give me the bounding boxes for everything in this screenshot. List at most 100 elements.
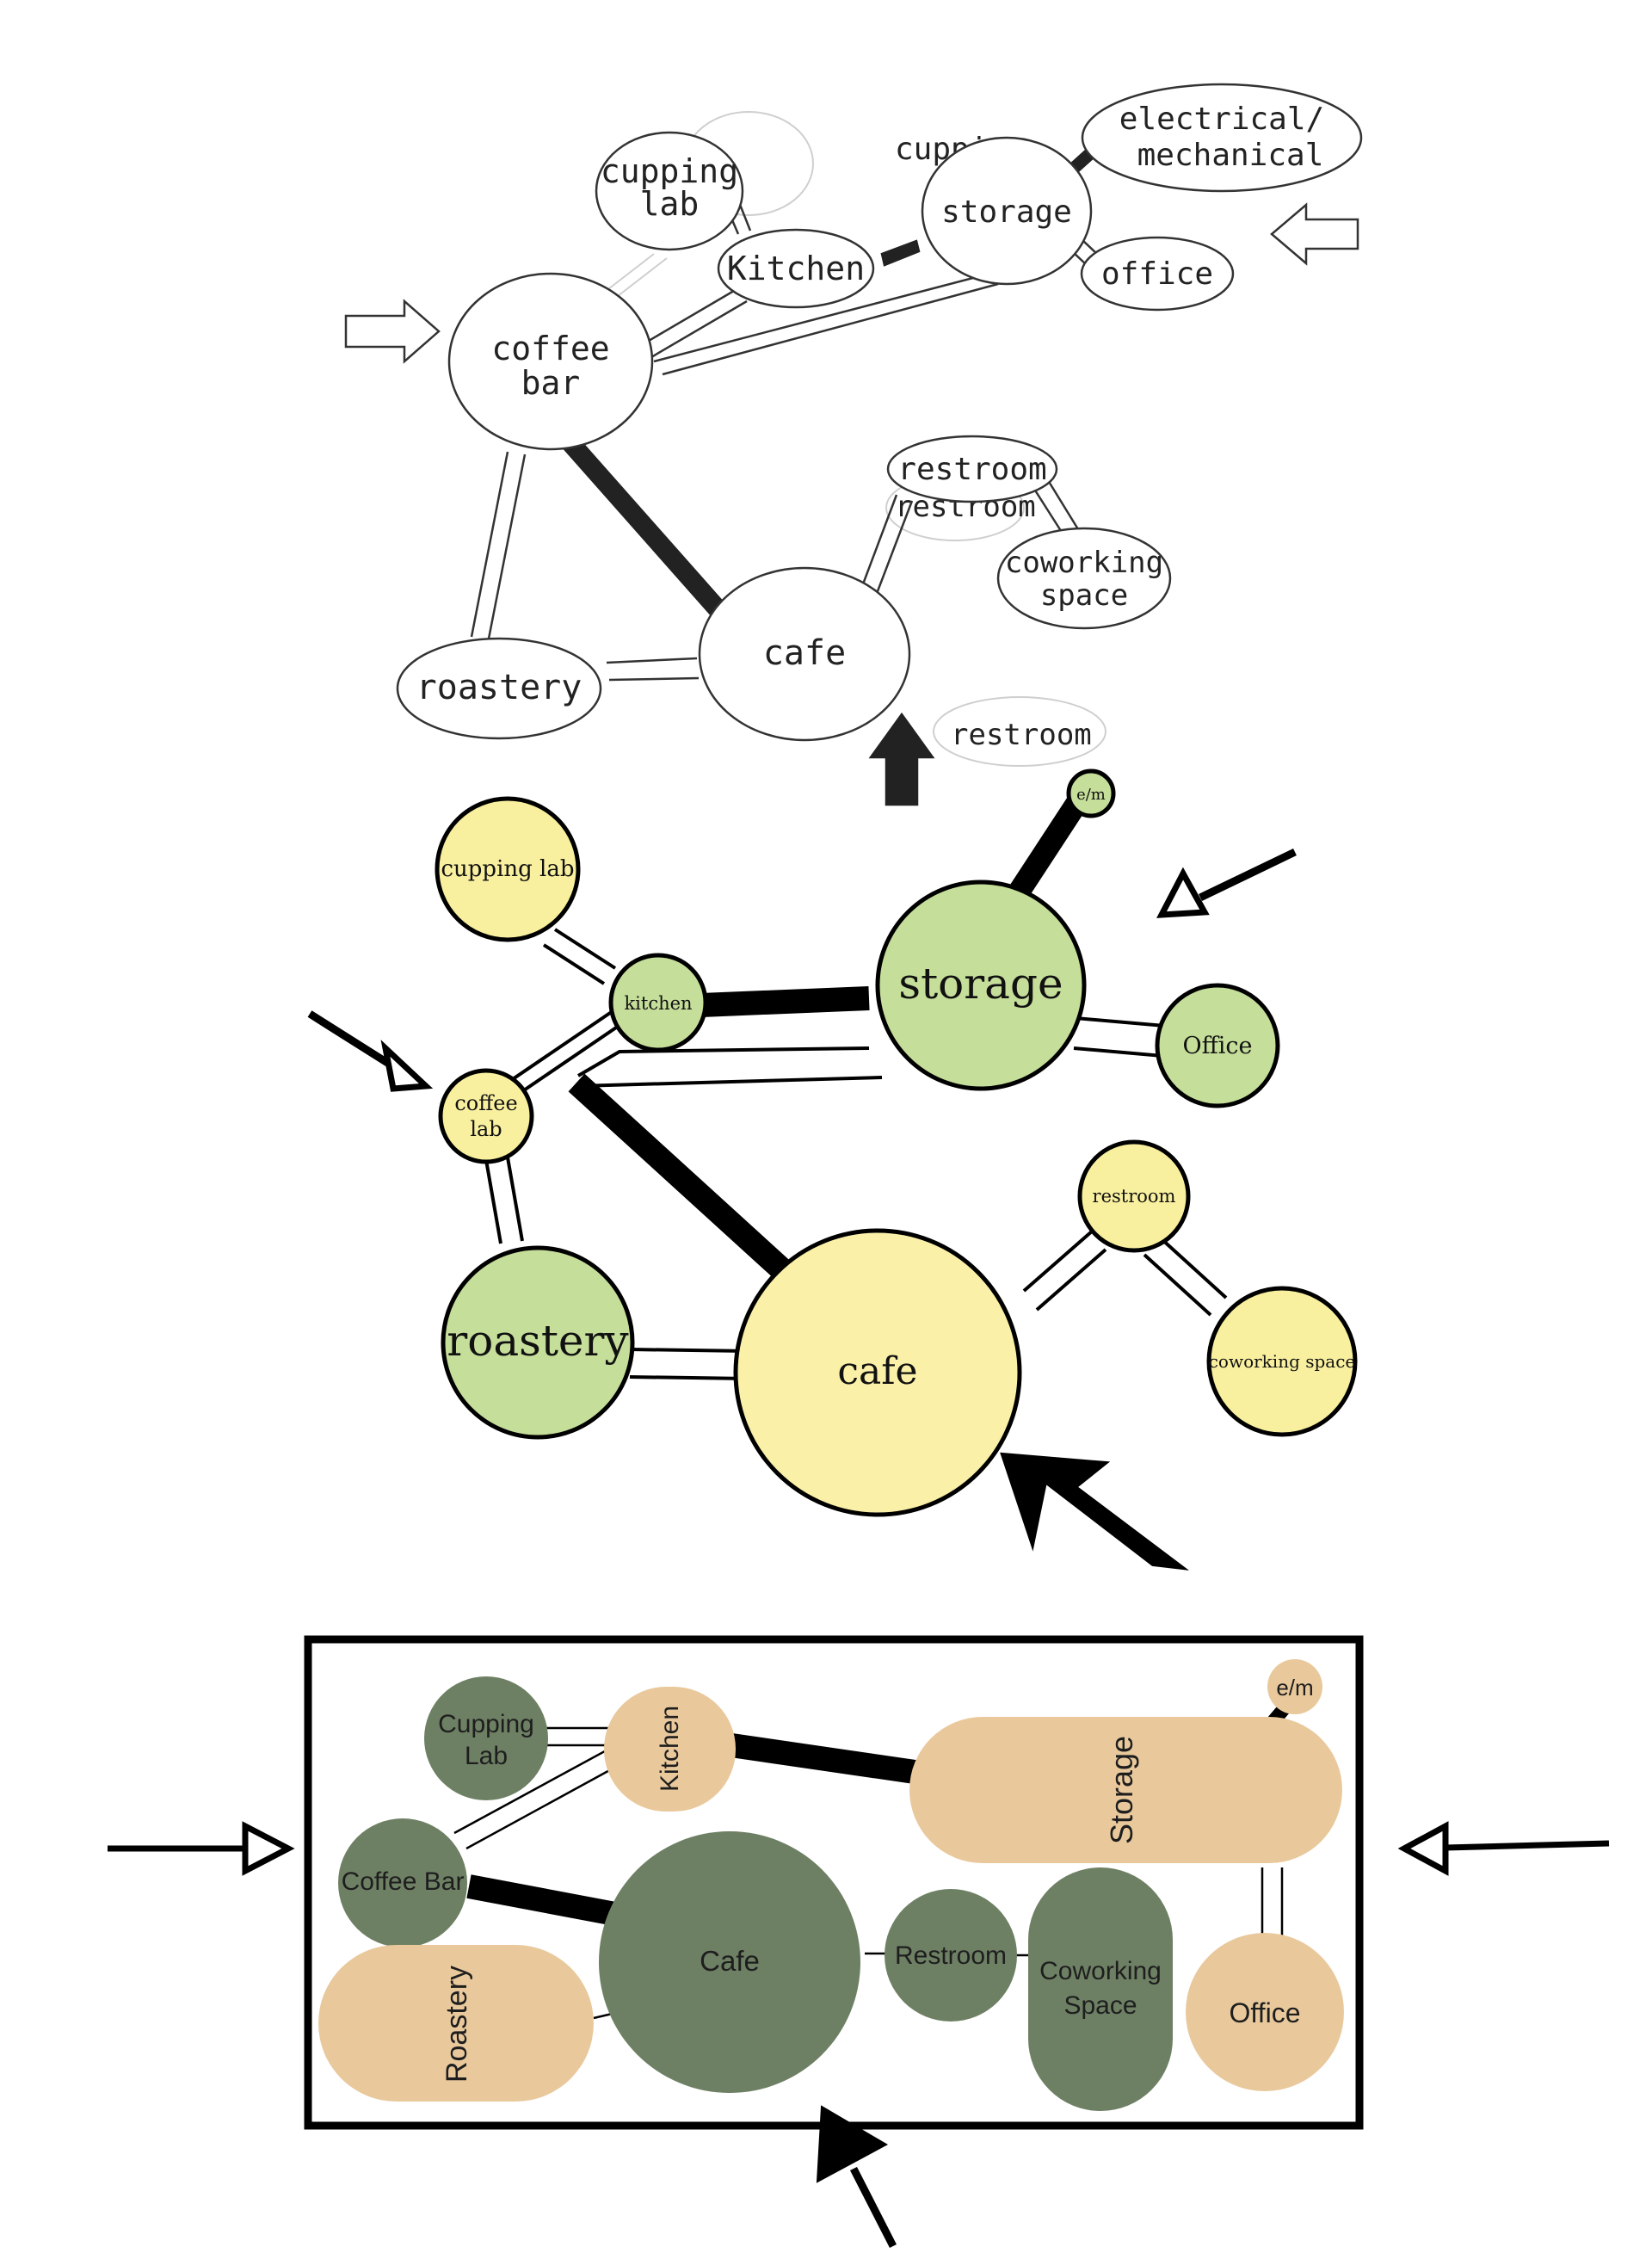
sketch-node-cupping-lab: [595, 131, 744, 251]
sketch-label-bar: bar: [521, 364, 581, 402]
plan-room-coffee-bar: [338, 1818, 467, 1947]
plan-label-lab: Lab: [465, 1742, 508, 1770]
sketch-label-office: office: [1101, 256, 1213, 292]
bubble-node-cupping-lab: [435, 796, 581, 942]
sketch-node-storage: [921, 136, 1093, 286]
bubble-label-storage: storage: [898, 959, 1063, 1009]
plan-room-cupping-lab: [424, 1676, 548, 1800]
plan-room-roastery: [318, 1945, 594, 2102]
sketch-node-restroom: [886, 435, 1058, 503]
bubble-label-roastery: roastery: [447, 1316, 629, 1366]
sketch-label-roastery: roastery: [416, 668, 583, 707]
link-coffeebar-roastery: [470, 451, 509, 638]
bubble-node-restroom: [1077, 1139, 1191, 1253]
plan-link-coffeebar-kitchen: [453, 1745, 613, 1835]
bubble-labels: e/m cupping lab storage kitchen Office c…: [441, 786, 1355, 1393]
bubble-label-lab: lab: [470, 1117, 502, 1141]
link-restroom-coworking: [1031, 485, 1064, 534]
plan-room-restroom: [885, 1889, 1017, 2022]
bubble-label-cafe: cafe: [837, 1349, 917, 1393]
sketch-label-kitchen: Kitchen: [727, 250, 865, 287]
plan-label-restroom: Restroom: [895, 1941, 1007, 1970]
plan-label-cafe: Cafe: [700, 1945, 760, 1977]
sketch-label-coworking: coworking: [1005, 546, 1163, 580]
sketch-arrow-bottom-icon: [868, 712, 935, 806]
sketch-label-storage: storage: [941, 194, 1072, 230]
sketch-label-cafe: cafe: [763, 633, 846, 673]
sketch-arrow-left-icon: [344, 299, 441, 364]
plan-label-coworking: Coworking: [1039, 1957, 1162, 1985]
plan-room-kitchen: [604, 1687, 736, 1812]
plan-label-space: Space: [1063, 1991, 1137, 2020]
sketch-node-coffee-bar: [447, 272, 654, 451]
bubble-node-storage: [875, 880, 1087, 1091]
heavy-link-kitchen-storage: [880, 239, 921, 267]
plan-label-office: Office: [1230, 1997, 1301, 2028]
erased-restroom-label-2: restroom: [951, 718, 1092, 752]
bubble-node-coffee-lab: [438, 1068, 534, 1164]
bubble-label-restroom: restroom: [1093, 1186, 1176, 1207]
plan-room-storage: [909, 1717, 1342, 1863]
sketch-links: [470, 193, 1098, 682]
bubble-arrow-top-right-icon: [1199, 848, 1297, 902]
plan-heavy-link-coffeebar-cafe: [466, 1874, 622, 1927]
link-coffeebar-storage: [653, 272, 990, 363]
plan-rooms: [318, 1659, 1344, 2111]
sketch-node-roastery: [396, 637, 602, 740]
sketch-arrow-right-icon: [1270, 202, 1359, 266]
bubble-label-coffee: coffee: [454, 1091, 517, 1115]
bubble-node-em: [1066, 768, 1116, 818]
bubble-link-storage-office: [1075, 1016, 1175, 1028]
plan-label-roastery: Roastery: [441, 1966, 473, 2083]
plan-label-storage: Storage: [1104, 1736, 1139, 1844]
bubble-nodes: [435, 768, 1358, 1517]
sketch-label-coffee: coffee: [491, 330, 609, 367]
plan-heavy-link-kitchen-storage: [729, 1733, 923, 1785]
plan-label-em: e/m: [1276, 1675, 1313, 1701]
sketch-node-coworking: [996, 527, 1172, 630]
bubble-arrows: [307, 848, 1297, 1571]
bubble-diagram: [307, 768, 1358, 1571]
sketch-label-cupping: cupping: [601, 152, 738, 190]
sketch-label-electrical: electrical/: [1119, 102, 1324, 137]
plan-room-office: [1186, 1933, 1344, 2091]
plan-label-cupping: Cupping: [438, 1710, 534, 1738]
plan-room-em: [1267, 1659, 1322, 1714]
sketch-node-office: [1080, 236, 1235, 312]
plan-links: [394, 1699, 1294, 2020]
bubble-link-restroom-coworking: [1158, 1236, 1228, 1299]
sketch-label-space: space: [1040, 578, 1128, 613]
bubble-heavy-link-storage-em: [1010, 792, 1089, 898]
plan-diagram: [108, 1635, 1610, 2249]
link-roastery-cafe: [606, 657, 698, 664]
sketch-nodes: [396, 83, 1363, 742]
bubble-label-cupping-lab: cupping lab: [441, 856, 574, 882]
plan-arrows: [108, 1821, 1610, 2249]
bubble-link-roastery-cafe: [629, 1348, 749, 1353]
bubble-arrow-left-icon: [307, 1010, 394, 1069]
bubble-node-roastery: [441, 1245, 635, 1440]
bubble-heavy-link-coffeelab-cafe: [568, 1073, 804, 1292]
plan-arrow-right-icon: [1445, 1840, 1610, 1851]
bubble-label-em: e/m: [1076, 786, 1106, 804]
bubble-link-cafe-restroom: [1022, 1229, 1094, 1293]
bubble-label-coworking: coworking space: [1209, 1351, 1356, 1372]
bubble-node-cafe: [733, 1228, 1022, 1517]
plan-arrow-bottom-icon: [849, 2166, 897, 2249]
plan-label-kitchen: Kitchen: [656, 1706, 684, 1792]
bubble-link-coffeelab-roastery: [484, 1159, 502, 1244]
sketch-label-lab: lab: [640, 185, 700, 223]
sketch-label-mechanical: mechanical: [1137, 138, 1324, 173]
bubble-heavy-link-kitchen-storage: [700, 986, 870, 1017]
plan-labels: e/m Cupping Lab Kitchen Storage Coffee B…: [342, 1675, 1314, 2083]
plan-room-cafe: [599, 1831, 860, 2093]
erased-restroom-bubble-2: [933, 696, 1106, 767]
bubble-link-coffeelab-storage: [576, 1046, 870, 1077]
sketch-node-kitchen: [717, 228, 875, 309]
bubble-arrow-bottom-right-icon: [1000, 1452, 1190, 1571]
heavy-link-coffeebar-cafe: [558, 433, 729, 617]
sketch-label-restroom: restroom: [897, 452, 1046, 487]
bubble-node-coworking: [1206, 1286, 1358, 1437]
sketch-node-electrical: [1081, 83, 1363, 193]
